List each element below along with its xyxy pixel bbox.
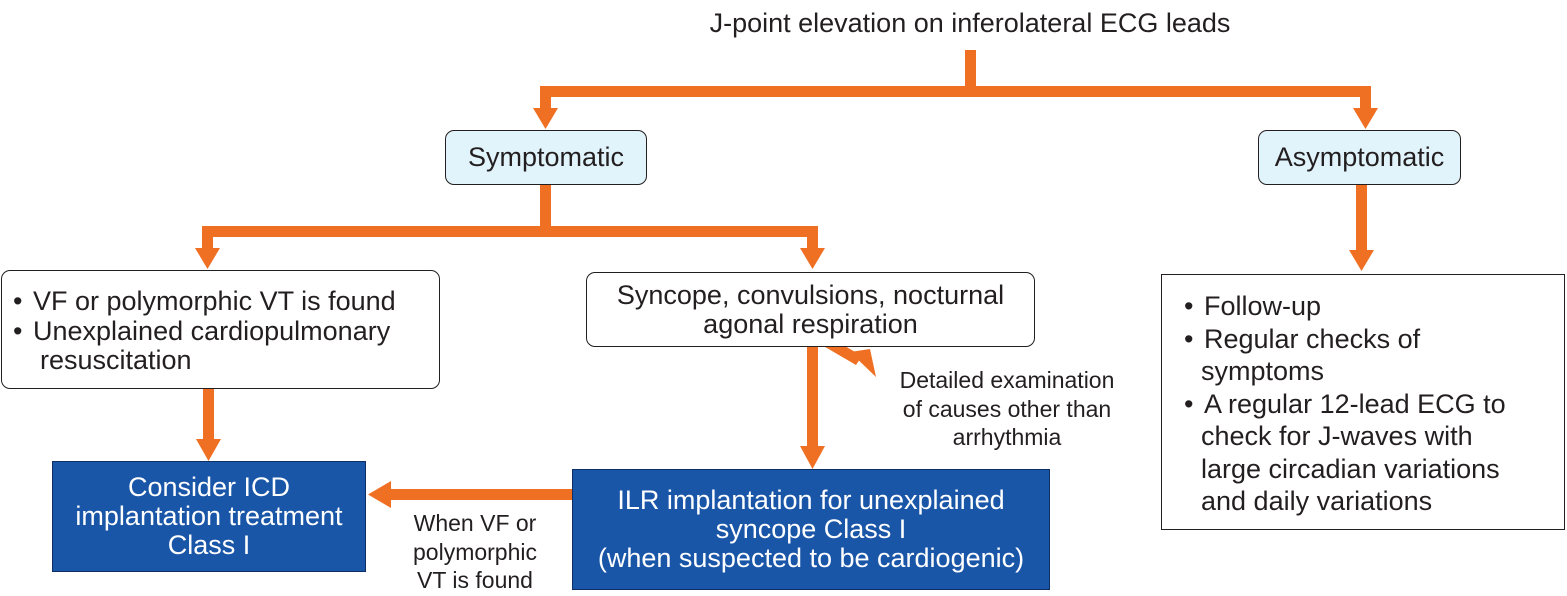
followup-item: A regular 12-lead ECG to (1184, 388, 1556, 421)
note-line: Detailed examination (899, 367, 1115, 393)
followup-continuation: large circadian variations (1201, 453, 1500, 484)
followup-continuation: and daily variations (1201, 486, 1433, 516)
note-line: VT is found (417, 567, 533, 593)
arrowhead-to-asymptomatic (1353, 108, 1378, 129)
ilr-box: ILR implantation for unexplained syncope… (572, 469, 1050, 590)
note-line: arrhythmia (952, 424, 1062, 450)
connector-vf-to-icd (203, 389, 214, 441)
connector-symptomatic-bar (202, 226, 818, 237)
icd-line: implantation treatment (75, 501, 343, 531)
ilr-line: syncope Class I (715, 514, 907, 544)
vf-criteria-box: VF or polymorphic VT is found Unexplaine… (1, 270, 440, 389)
arrowhead-to-syncope-box (800, 248, 825, 269)
page-title: J-point elevation on inferolateral ECG l… (709, 8, 1231, 38)
note-line: When VF or (413, 510, 537, 536)
connector-symptomatic-stem (540, 184, 551, 233)
symptomatic-node: Symptomatic (445, 130, 647, 185)
arrowhead-to-vf-box (195, 248, 220, 269)
icd-line: Class I (167, 530, 251, 560)
followup-continuation: symptoms (1201, 356, 1325, 386)
note-line: of causes other than (902, 395, 1112, 422)
connector-syncope-to-ilr (807, 346, 818, 448)
followup-continuation: check for J-waves with (1201, 421, 1473, 451)
vf-criteria-item: VF or polymorphic VT is found (13, 286, 431, 317)
followup-item: Regular checks of (1184, 323, 1556, 356)
connector-ilr-to-icd (388, 489, 572, 500)
asymptomatic-node: Asymptomatic (1258, 130, 1461, 185)
vf-criteria-continuation: resuscitation (40, 345, 192, 375)
icd-line: Consider ICD (127, 472, 291, 502)
ilr-line: ILR implantation for unexplained (617, 485, 1005, 515)
when-vf-note: When VF or polymorphic VT is found (393, 509, 557, 595)
syncope-line: Syncope, convulsions, nocturnal (616, 280, 1005, 310)
arrowhead-to-icd (196, 439, 221, 461)
syncope-box: Syncope, convulsions, nocturnal agonal r… (586, 272, 1035, 347)
arrowhead-to-followup (1349, 250, 1374, 271)
connector-asymptomatic-stem (1356, 184, 1367, 252)
note-line: polymorphic (413, 538, 537, 565)
arrowhead-to-detailed-exam (850, 349, 876, 377)
connector-top-stem (965, 50, 976, 92)
icd-box: Consider ICD implantation treatment Clas… (52, 461, 366, 572)
arrowhead-to-ilr (800, 446, 825, 469)
followup-box: Follow-up Regular checks of symptoms A r… (1161, 274, 1565, 530)
vf-criteria-item: Unexplained cardiopulmonary (13, 316, 431, 347)
connector-top-bar (540, 86, 1371, 97)
arrowhead-to-symptomatic (533, 108, 558, 129)
arrowhead-ilr-to-icd (368, 481, 391, 508)
syncope-line: agonal respiration (703, 309, 918, 339)
detailed-exam-note: Detailed examination of causes other tha… (876, 366, 1138, 452)
ilr-line: (when suspected to be cardiogenic) (597, 543, 1025, 573)
followup-item: Follow-up (1184, 290, 1556, 323)
